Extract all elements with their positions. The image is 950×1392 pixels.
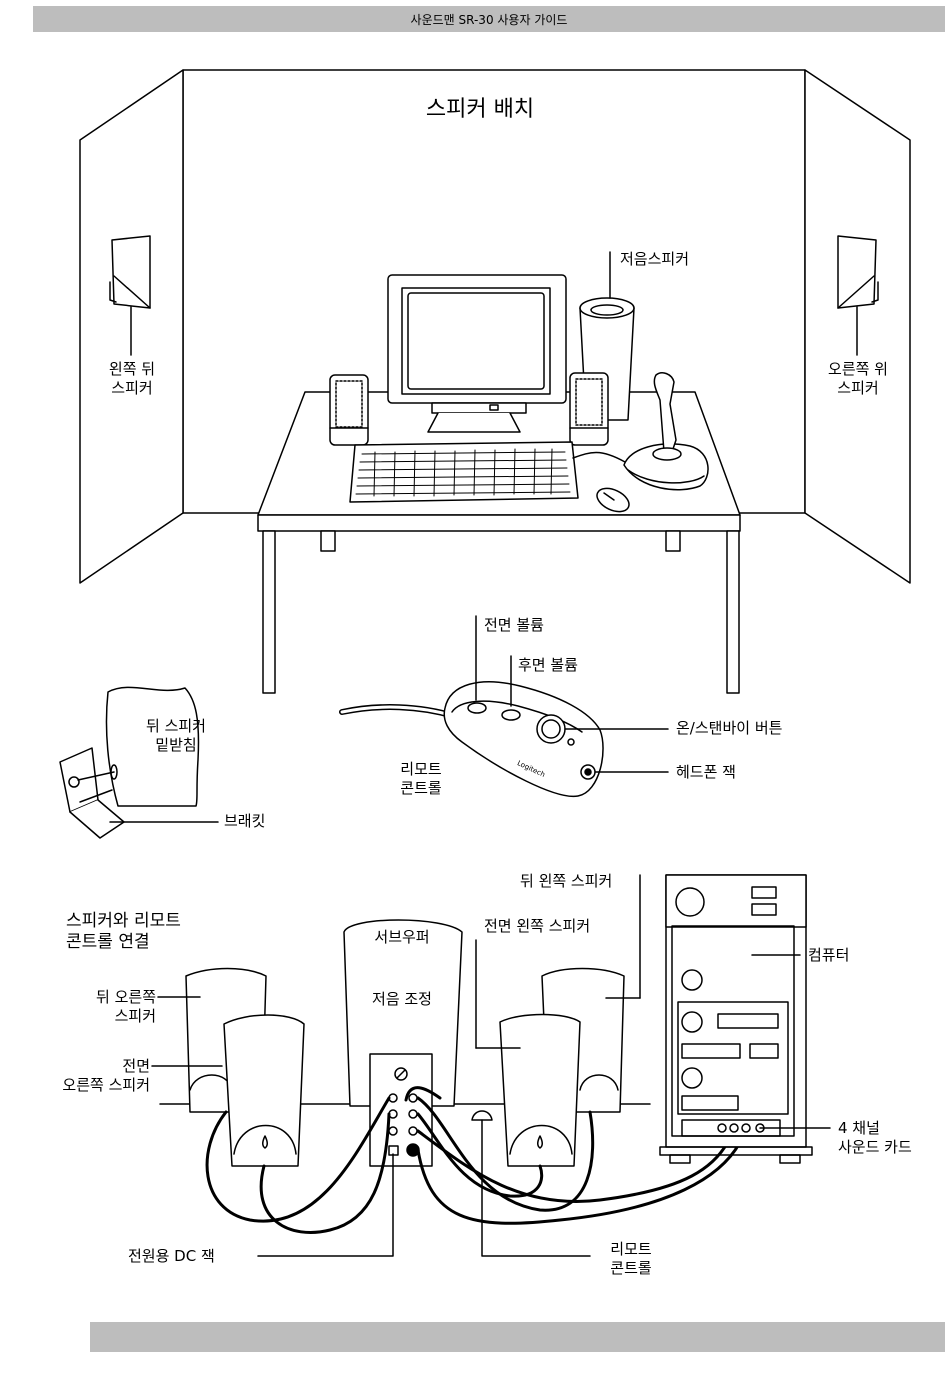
rear-left-label: 뒤 왼쪽 스피커 [520, 872, 612, 891]
sound-card-label-1: 4 채널 [838, 1119, 880, 1138]
front-volume-label: 전면 볼륨 [484, 616, 544, 635]
right-rear-label-2: 스피커 [808, 379, 908, 398]
headphone-jack-label: 헤드폰 잭 [676, 763, 736, 782]
dc-jack-label: 전원용 DC 잭 [128, 1247, 215, 1266]
footer-bar [90, 1322, 945, 1352]
right-rear-label-1: 오른쪽 위 [808, 360, 908, 379]
remote-conn-label-2: 콘트롤 [596, 1259, 666, 1278]
left-rear-label-2: 스피커 [82, 379, 182, 398]
rear-right-label-2: 스피커 [50, 1007, 156, 1026]
front-right-label-2: 오른쪽 스피커 [20, 1076, 150, 1095]
computer-label: 컴퓨터 [808, 946, 849, 965]
remote-conn-label-1: 리모트 [596, 1240, 666, 1259]
front-right-label-1: 전면 [20, 1057, 150, 1076]
front-left-label: 전면 왼쪽 스피커 [484, 917, 590, 936]
rear-volume-label: 후면 볼륨 [518, 656, 578, 675]
remote-control [342, 616, 603, 796]
bass-adjust-label: 저음 조정 [352, 990, 452, 1009]
power-button-label: 온/스탠바이 버튼 [676, 719, 782, 738]
bracket-label: 브래킷 [224, 812, 265, 831]
connection-title-1: 스피커와 리모트 [66, 911, 181, 932]
remote-label-2: 콘트롤 [386, 779, 456, 798]
subwoofer-conn-label: 서브우퍼 [362, 928, 442, 947]
desk-speaker-left [330, 375, 368, 445]
rear-right-label-1: 뒤 오른쪽 [50, 988, 156, 1007]
remote-label-1: 리모트 [386, 760, 456, 779]
rear-stand-label-1: 뒤 스피커 [128, 717, 224, 736]
subwoofer-label: 저음스피커 [620, 250, 689, 269]
sound-card-label-2: 사운드 카드 [838, 1138, 912, 1157]
desk-speaker-right [570, 373, 608, 445]
left-rear-label-1: 왼쪽 뒤 [82, 360, 182, 379]
speaker-stand-bracket [60, 687, 218, 838]
placement-title: 스피커 배치 [400, 97, 560, 123]
rear-stand-label-2: 밑받침 [128, 736, 224, 755]
connection-title-2: 콘트롤 연결 [66, 932, 150, 953]
